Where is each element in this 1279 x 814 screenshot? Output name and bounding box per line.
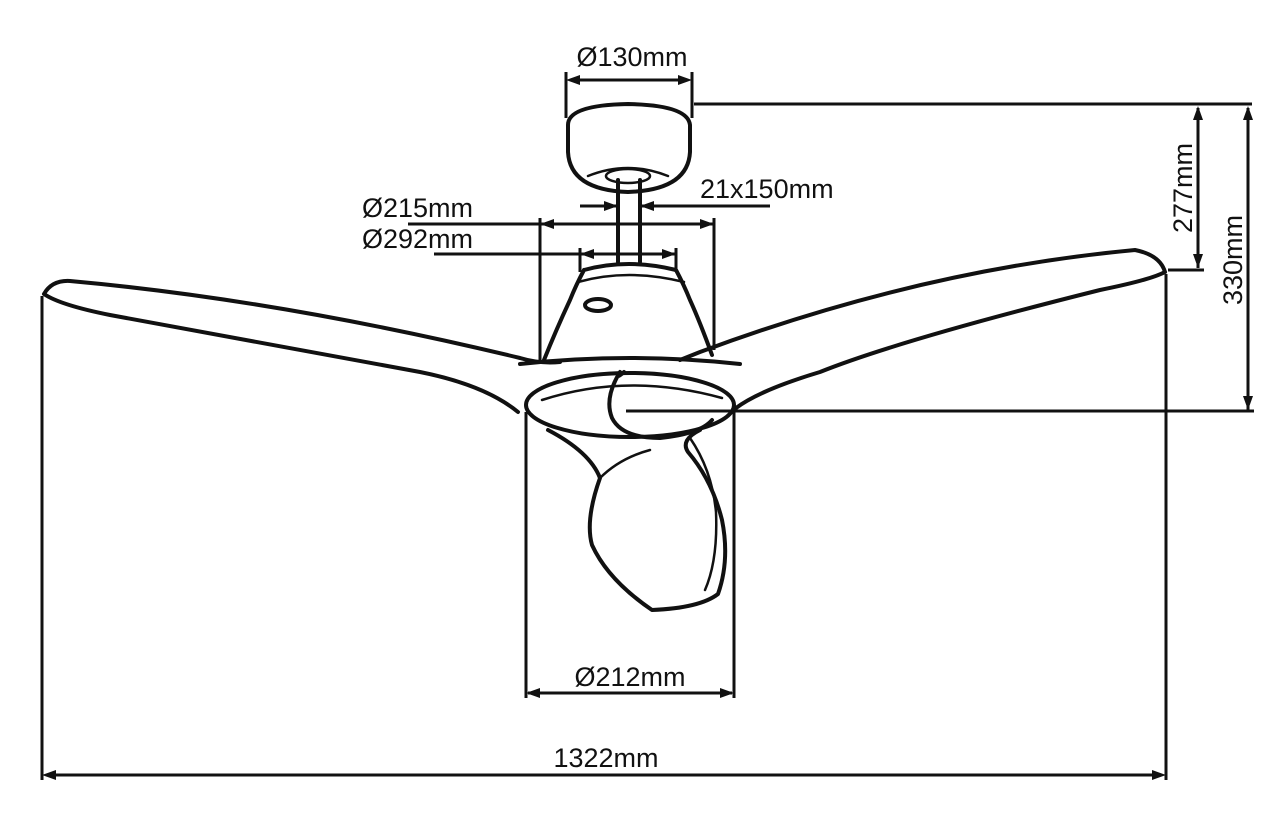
label-hub-top-diameter: Ø215mm — [362, 193, 473, 223]
housing-badge — [583, 297, 613, 313]
blade-left — [42, 278, 562, 414]
hub-ring-inner — [540, 384, 724, 402]
label-downrod-size: 21x150mm — [700, 174, 834, 204]
hub-ring — [524, 371, 736, 439]
canopy-mount — [604, 167, 652, 185]
blade-front-edge — [598, 448, 652, 480]
blade-root-band — [518, 356, 742, 366]
canopy — [566, 102, 692, 194]
blade-front-body — [546, 428, 728, 612]
motor-housing — [542, 262, 714, 362]
label-hub-diameter: Ø292mm — [362, 224, 473, 254]
dimension-labels: Ø130mm 21x150mm Ø215mm Ø292mm 277mm 330m… — [362, 42, 1248, 773]
fan-outline — [42, 102, 1167, 612]
blade-right — [678, 248, 1167, 410]
downrod — [616, 178, 642, 264]
label-total-height: 330mm — [1218, 215, 1248, 305]
dimension-lines — [40, 72, 1254, 780]
label-drop-to-blade: 277mm — [1168, 143, 1198, 233]
blade-front-fold — [688, 436, 718, 592]
blade-front — [607, 370, 714, 440]
motor-housing-rim — [576, 273, 686, 284]
label-blade-span: 1322mm — [553, 743, 658, 773]
label-canopy-diameter: Ø130mm — [576, 42, 687, 72]
label-light-diameter: Ø212mm — [574, 662, 685, 692]
